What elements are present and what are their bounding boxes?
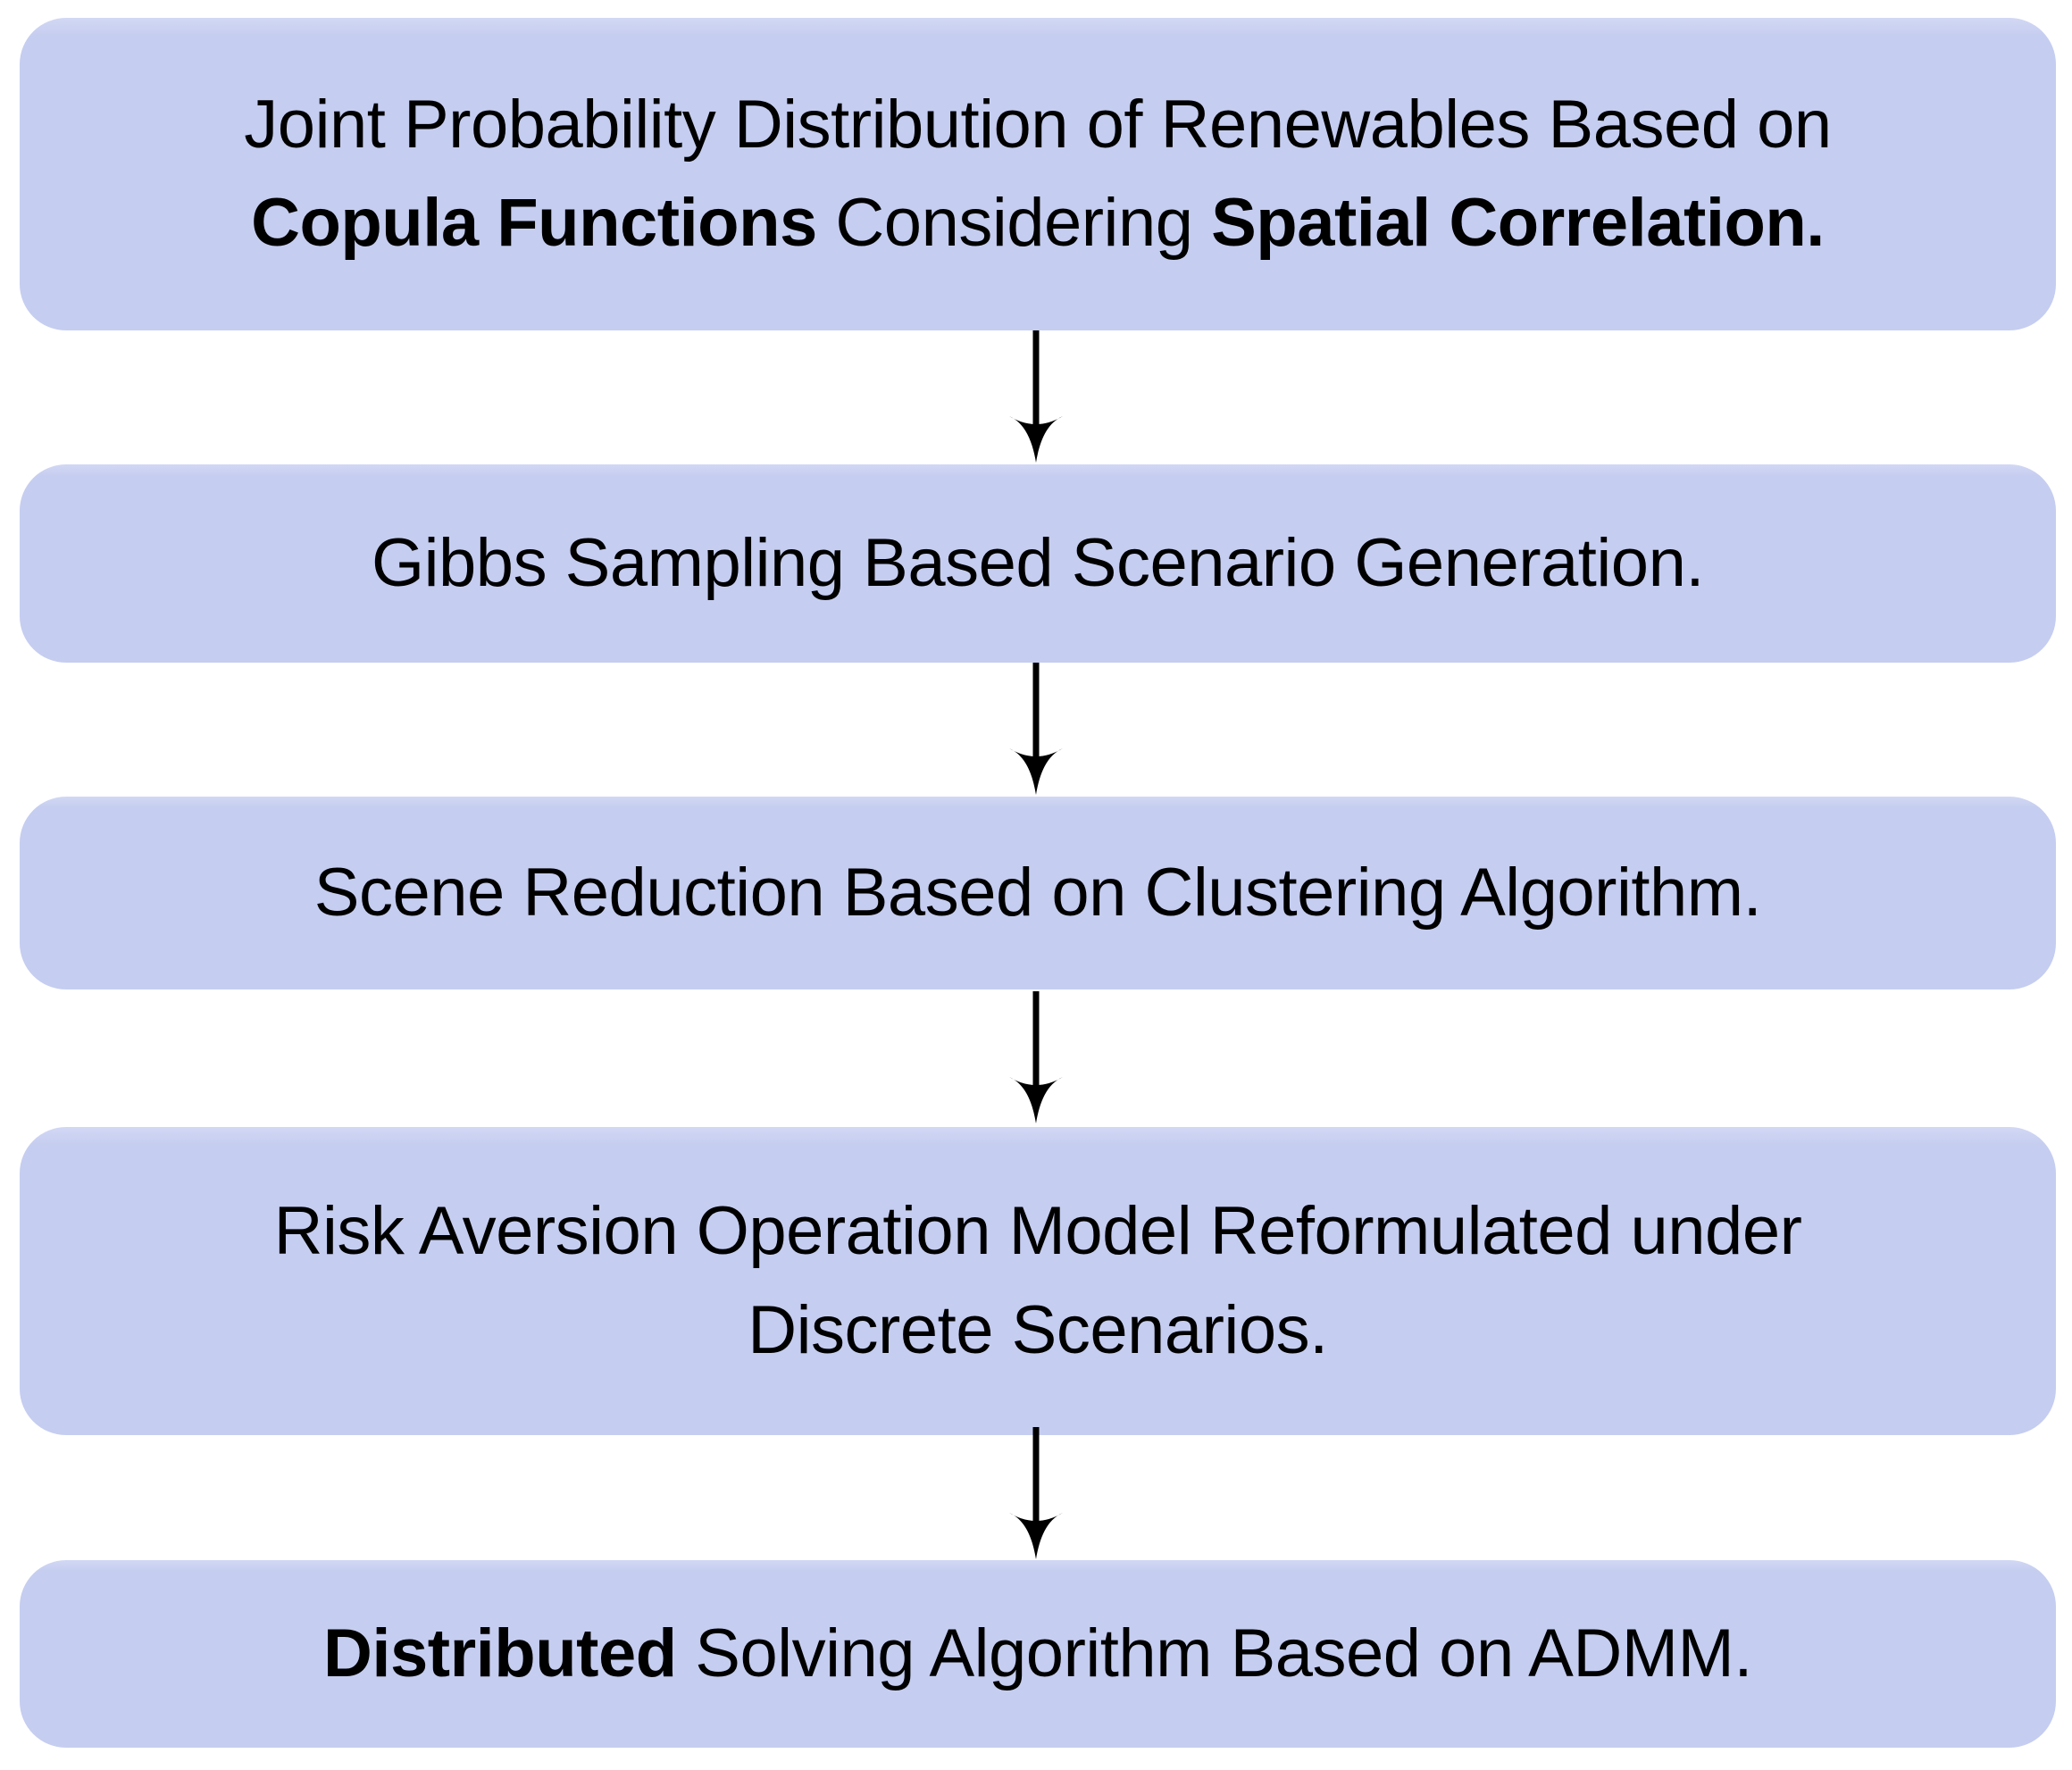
- arrow-down-icon: [1000, 1427, 1072, 1561]
- flow-box-gibbs-sampling: Gibbs Sampling Based Scenario Generation…: [20, 464, 2056, 663]
- box-text-segment: Discrete Scenarios.: [748, 1291, 1328, 1368]
- box-text-line: Copula Functions Considering Spatial Cor…: [251, 174, 1825, 272]
- box-text-segment: Joint Probability Distribution of Renewa…: [244, 86, 1832, 163]
- box-text-segment-bold: Distributed: [323, 1615, 677, 1691]
- flow-box-risk-aversion-model: Risk Aversion Operation Model Reformulat…: [20, 1127, 2056, 1435]
- box-text-segment-bold: Copula Functions: [251, 185, 817, 261]
- box-text-line: Joint Probability Distribution of Renewa…: [244, 76, 1832, 174]
- box-text-line: Risk Aversion Operation Model Reformulat…: [274, 1182, 1802, 1281]
- box-text-segment: Risk Aversion Operation Model Reformulat…: [273, 1193, 1802, 1270]
- box-text-line: Scene Reduction Based on Clustering Algo…: [313, 844, 1762, 942]
- flow-box-joint-distribution: Joint Probability Distribution of Renewa…: [20, 18, 2056, 330]
- arrow-down-icon: [1000, 330, 1072, 464]
- box-text-line: Gibbs Sampling Based Scenario Generation…: [372, 514, 1704, 613]
- arrow-down-icon: [1000, 663, 1072, 797]
- box-text-segment-bold: Spatial Correlation.: [1211, 185, 1825, 261]
- arrow-down-icon: [1000, 991, 1072, 1125]
- box-text-line: Distributed Solving Algorithm Based on A…: [323, 1605, 1752, 1703]
- box-text-segment: Considering: [816, 185, 1212, 261]
- flow-box-distributed-admm: Distributed Solving Algorithm Based on A…: [20, 1560, 2056, 1748]
- flow-box-scene-reduction: Scene Reduction Based on Clustering Algo…: [20, 797, 2056, 989]
- box-text-segment: Gibbs Sampling Based Scenario Generation…: [372, 524, 1704, 601]
- box-text-segment: Solving Algorithm Based on ADMM.: [676, 1615, 1752, 1691]
- box-text-segment: Scene Reduction Based on Clustering Algo…: [313, 854, 1762, 931]
- box-text-line: Discrete Scenarios.: [748, 1282, 1328, 1380]
